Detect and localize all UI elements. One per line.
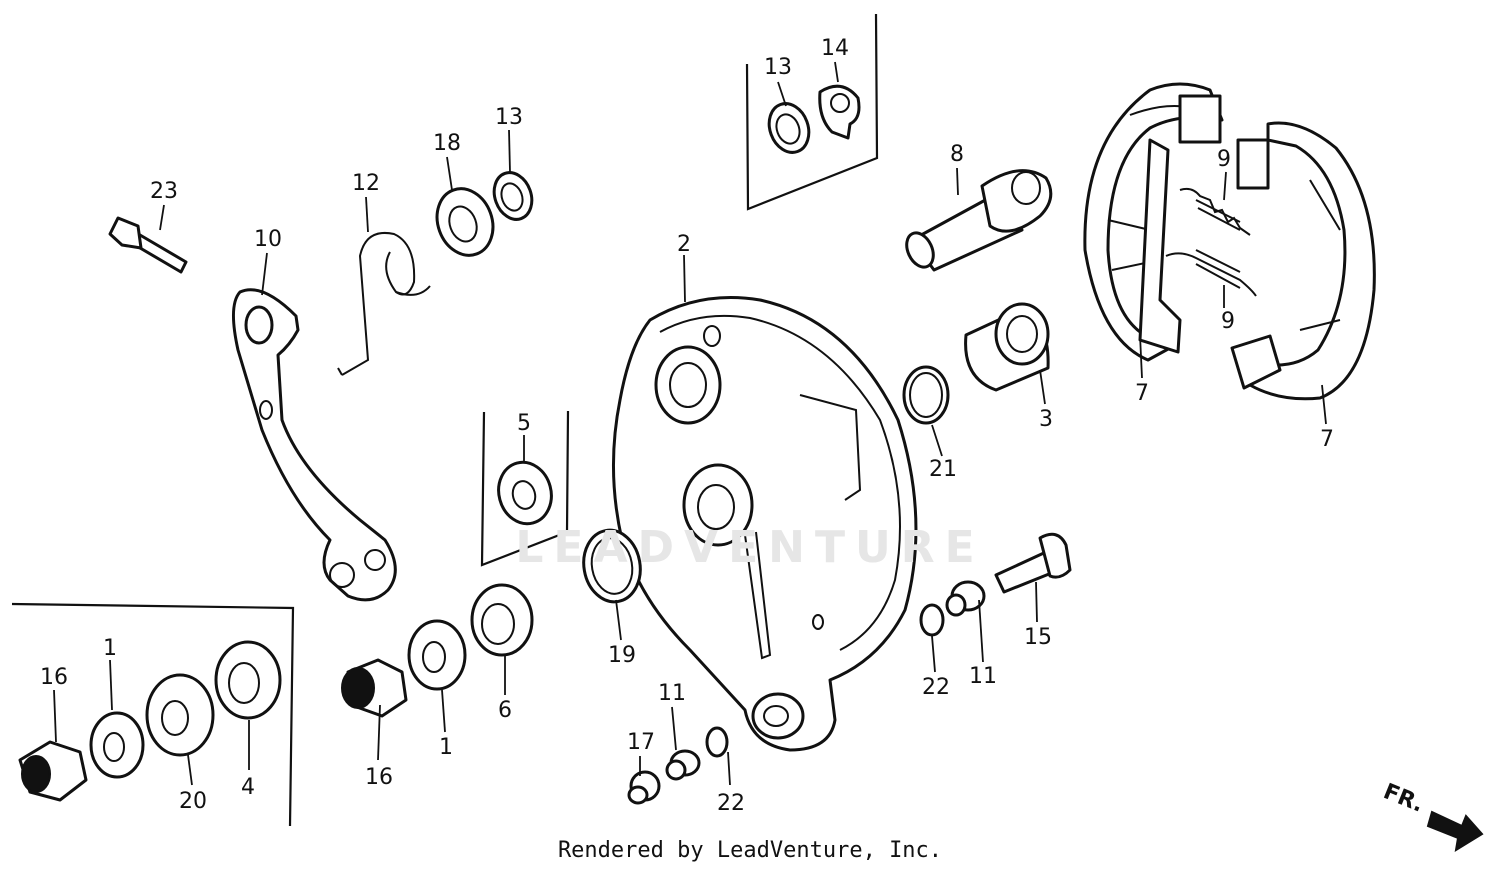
- callout-5: 5: [517, 411, 531, 436]
- callout-13-upper: 13: [495, 105, 523, 130]
- callout-9-upper: 9: [1217, 147, 1231, 172]
- callout-6: 6: [498, 698, 512, 723]
- part-22-washer-lower[interactable]: [705, 726, 729, 758]
- part-11-bolt-lower[interactable]: [665, 749, 701, 781]
- callout-19: 19: [608, 643, 636, 668]
- part-1-washer-left[interactable]: [89, 711, 145, 779]
- callout-10: 10: [254, 227, 282, 252]
- callout-2: 2: [677, 232, 691, 257]
- part-11-bolt-right[interactable]: [945, 580, 986, 617]
- part-16-nut-middle[interactable]: [341, 658, 408, 718]
- callout-11-lower: 11: [658, 681, 686, 706]
- callout-1-middle: 1: [439, 735, 453, 760]
- part-4-spacer[interactable]: [214, 640, 282, 720]
- callout-7-left: 7: [1135, 381, 1149, 406]
- part-10-brake-arm[interactable]: [232, 288, 397, 602]
- part-6-collar[interactable]: [470, 583, 534, 657]
- callout-17: 17: [627, 730, 655, 755]
- part-13-seal-boxed[interactable]: [763, 98, 816, 158]
- part-23-bolt[interactable]: [108, 216, 188, 274]
- callout-14: 14: [821, 36, 849, 61]
- watermark: LEADVENTURE: [515, 522, 985, 573]
- part-20-collar[interactable]: [145, 673, 215, 757]
- callout-8: 8: [950, 142, 964, 167]
- part-19-dust-seal[interactable]: [578, 526, 646, 607]
- part-3-cam-bush[interactable]: [964, 302, 1050, 392]
- callout-16-middle: 16: [365, 765, 393, 790]
- callout-16-left: 16: [40, 665, 68, 690]
- callout-11-right: 11: [969, 664, 997, 689]
- callout-4: 4: [241, 775, 255, 800]
- footer-credit: Rendered by LeadVenture, Inc.: [557, 838, 943, 863]
- part-13-seal-upper[interactable]: [488, 167, 538, 224]
- part-2-brake-panel[interactable]: [612, 296, 918, 752]
- part-9-shoe-spring-upper[interactable]: [1179, 187, 1251, 236]
- part-7-brake-shoe-right[interactable]: [1230, 121, 1376, 401]
- callout-22-lower: 22: [717, 791, 745, 816]
- part-5-washer[interactable]: [492, 456, 558, 529]
- callout-12: 12: [352, 171, 380, 196]
- part-9-shoe-spring-lower[interactable]: [1165, 249, 1257, 297]
- group-box-left: [11, 602, 295, 827]
- front-direction-arrow-icon: [1426, 810, 1484, 853]
- callout-22-right: 22: [922, 675, 950, 700]
- leader-lines: [53, 61, 1327, 786]
- part-16-nut-left[interactable]: [18, 740, 88, 802]
- part-7-brake-shoe-left[interactable]: [1083, 82, 1224, 362]
- part-8-brake-cam[interactable]: [902, 169, 1053, 272]
- part-14-indicator-plate[interactable]: [818, 84, 861, 140]
- callout-9-lower: 9: [1221, 309, 1235, 334]
- callout-13-boxed: 13: [764, 55, 792, 80]
- callout-3: 3: [1039, 407, 1053, 432]
- callout-15: 15: [1024, 625, 1052, 650]
- part-18-seal[interactable]: [428, 181, 502, 263]
- part-12-return-spring[interactable]: [337, 232, 431, 376]
- part-15-anchor-bolt[interactable]: [994, 532, 1072, 594]
- group-box-washer: [480, 410, 570, 567]
- part-17-bolt[interactable]: [627, 770, 661, 805]
- callout-23: 23: [150, 179, 178, 204]
- part-1-washer-middle[interactable]: [407, 619, 467, 691]
- part-22-washer-right[interactable]: [919, 603, 945, 637]
- callout-20: 20: [179, 789, 207, 814]
- callout-7-right: 7: [1320, 427, 1334, 452]
- part-21-felt-seal[interactable]: [902, 365, 950, 425]
- group-box-seal: [745, 13, 879, 211]
- callout-18: 18: [433, 131, 461, 156]
- callout-1-left: 1: [103, 636, 117, 661]
- callout-21: 21: [929, 457, 957, 482]
